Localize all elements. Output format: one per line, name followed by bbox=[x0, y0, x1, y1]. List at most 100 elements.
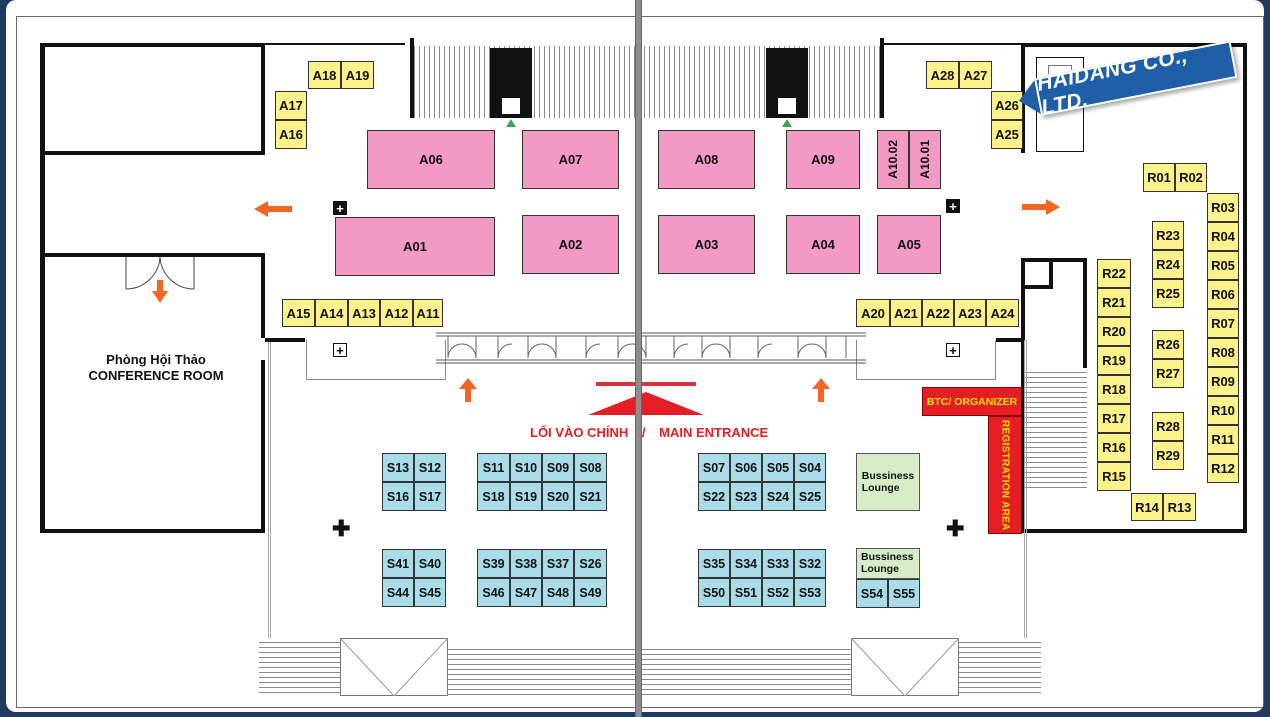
booth-a14[interactable]: A14 bbox=[315, 299, 348, 327]
booth-r02[interactable]: R02 bbox=[1175, 163, 1207, 192]
booth-a05[interactable]: A05 bbox=[877, 215, 941, 274]
booth-r04[interactable]: R04 bbox=[1207, 222, 1239, 251]
booth-a02[interactable]: A02 bbox=[522, 215, 619, 274]
booth-a25[interactable]: A25 bbox=[991, 120, 1023, 149]
booth-r13[interactable]: R13 bbox=[1163, 493, 1196, 521]
booth-r24[interactable]: R24 bbox=[1152, 250, 1184, 279]
booth-r11[interactable]: R11 bbox=[1207, 425, 1239, 454]
booth-a17[interactable]: A17 bbox=[275, 91, 307, 120]
booth-s11[interactable]: S11 bbox=[477, 453, 510, 482]
booth-s40[interactable]: S40 bbox=[414, 549, 446, 578]
booth-s34[interactable]: S34 bbox=[730, 549, 762, 578]
booth-r03[interactable]: R03 bbox=[1207, 193, 1239, 222]
booth-r16[interactable]: R16 bbox=[1097, 433, 1131, 462]
booth-a15[interactable]: A15 bbox=[282, 299, 315, 327]
booth-r19[interactable]: R19 bbox=[1097, 346, 1131, 375]
booth-r05[interactable]: R05 bbox=[1207, 251, 1239, 280]
booth-s12[interactable]: S12 bbox=[414, 453, 446, 482]
booth-a20[interactable]: A20 bbox=[856, 299, 890, 327]
registration-area[interactable]: REGISTRATION AREA bbox=[988, 416, 1022, 534]
booth-s06[interactable]: S06 bbox=[730, 453, 762, 482]
booth-r07[interactable]: R07 bbox=[1207, 309, 1239, 338]
booth-r23[interactable]: R23 bbox=[1152, 221, 1184, 250]
booth-s23[interactable]: S23 bbox=[730, 482, 762, 511]
booth-s47[interactable]: S47 bbox=[510, 578, 542, 607]
booth-a23[interactable]: A23 bbox=[954, 299, 986, 327]
booth-s50[interactable]: S50 bbox=[698, 578, 730, 607]
booth-s51[interactable]: S51 bbox=[730, 578, 762, 607]
booth-s48[interactable]: S48 bbox=[542, 578, 574, 607]
booth-s17[interactable]: S17 bbox=[414, 482, 446, 511]
booth-a08[interactable]: A08 bbox=[658, 130, 755, 189]
booth-r22[interactable]: R22 bbox=[1097, 259, 1131, 288]
booth-a10-02[interactable]: A10.02 bbox=[877, 130, 909, 189]
booth-a18[interactable]: A18 bbox=[308, 61, 341, 89]
booth-a24[interactable]: A24 bbox=[986, 299, 1019, 327]
booth-r10[interactable]: R10 bbox=[1207, 396, 1239, 425]
booth-a28[interactable]: A28 bbox=[926, 61, 959, 89]
booth-s10[interactable]: S10 bbox=[510, 453, 542, 482]
booth-r21[interactable]: R21 bbox=[1097, 288, 1131, 317]
booth-r27[interactable]: R27 bbox=[1152, 359, 1184, 388]
booth-s18[interactable]: S18 bbox=[477, 482, 510, 511]
booth-s07[interactable]: S07 bbox=[698, 453, 730, 482]
organizer-desk[interactable]: BTC/ ORGANIZER bbox=[922, 387, 1022, 416]
booth-s49[interactable]: S49 bbox=[574, 578, 607, 607]
booth-s52[interactable]: S52 bbox=[762, 578, 794, 607]
booth-s33[interactable]: S33 bbox=[762, 549, 794, 578]
booth-a16[interactable]: A16 bbox=[275, 120, 307, 149]
booth-s54[interactable]: S54 bbox=[856, 579, 888, 608]
booth-a06[interactable]: A06 bbox=[367, 130, 495, 189]
booth-a10-01[interactable]: A10.01 bbox=[909, 130, 941, 189]
booth-r15[interactable]: R15 bbox=[1097, 462, 1131, 491]
booth-r17[interactable]: R17 bbox=[1097, 404, 1131, 433]
booth-a09[interactable]: A09 bbox=[786, 130, 860, 189]
booth-s35[interactable]: S35 bbox=[698, 549, 730, 578]
booth-r28[interactable]: R28 bbox=[1152, 412, 1184, 441]
booth-r29[interactable]: R29 bbox=[1152, 441, 1184, 470]
booth-a21[interactable]: A21 bbox=[890, 299, 922, 327]
booth-a11[interactable]: A11 bbox=[413, 299, 443, 327]
booth-r12[interactable]: R12 bbox=[1207, 454, 1239, 483]
booth-a12[interactable]: A12 bbox=[380, 299, 413, 327]
booth-s04[interactable]: S04 bbox=[794, 453, 826, 482]
booth-a07[interactable]: A07 bbox=[522, 130, 619, 189]
booth-s32[interactable]: S32 bbox=[794, 549, 826, 578]
booth-s20[interactable]: S20 bbox=[542, 482, 574, 511]
booth-r26[interactable]: R26 bbox=[1152, 330, 1184, 359]
booth-s39[interactable]: S39 bbox=[477, 549, 510, 578]
booth-s38[interactable]: S38 bbox=[510, 549, 542, 578]
booth-r20[interactable]: R20 bbox=[1097, 317, 1131, 346]
booth-s37[interactable]: S37 bbox=[542, 549, 574, 578]
booth-s09[interactable]: S09 bbox=[542, 453, 574, 482]
booth-s19[interactable]: S19 bbox=[510, 482, 542, 511]
booth-a04[interactable]: A04 bbox=[786, 215, 860, 274]
booth-r18[interactable]: R18 bbox=[1097, 375, 1131, 404]
booth-a01[interactable]: A01 bbox=[335, 217, 495, 276]
booth-s55[interactable]: S55 bbox=[888, 579, 920, 608]
booth-s45[interactable]: S45 bbox=[414, 578, 446, 607]
booth-s24[interactable]: S24 bbox=[762, 482, 794, 511]
booth-r14[interactable]: R14 bbox=[1131, 493, 1163, 521]
booth-s26[interactable]: S26 bbox=[574, 549, 607, 578]
booth-s22[interactable]: S22 bbox=[698, 482, 730, 511]
booth-s16[interactable]: S16 bbox=[382, 482, 414, 511]
booth-r01[interactable]: R01 bbox=[1143, 163, 1175, 192]
booth-s13[interactable]: S13 bbox=[382, 453, 414, 482]
booth-s25[interactable]: S25 bbox=[794, 482, 826, 511]
booth-s44[interactable]: S44 bbox=[382, 578, 414, 607]
booth-s41[interactable]: S41 bbox=[382, 549, 414, 578]
booth-r09[interactable]: R09 bbox=[1207, 367, 1239, 396]
booth-a22[interactable]: A22 bbox=[922, 299, 954, 327]
booth-a13[interactable]: A13 bbox=[348, 299, 380, 327]
booth-r25[interactable]: R25 bbox=[1152, 279, 1184, 308]
booth-s21[interactable]: S21 bbox=[574, 482, 607, 511]
booth-r08[interactable]: R08 bbox=[1207, 338, 1239, 367]
booth-r06[interactable]: R06 bbox=[1207, 280, 1239, 309]
booth-a03[interactable]: A03 bbox=[658, 215, 755, 274]
booth-a27[interactable]: A27 bbox=[959, 61, 992, 89]
booth-s46[interactable]: S46 bbox=[477, 578, 510, 607]
booth-a26[interactable]: A26 bbox=[991, 91, 1023, 120]
